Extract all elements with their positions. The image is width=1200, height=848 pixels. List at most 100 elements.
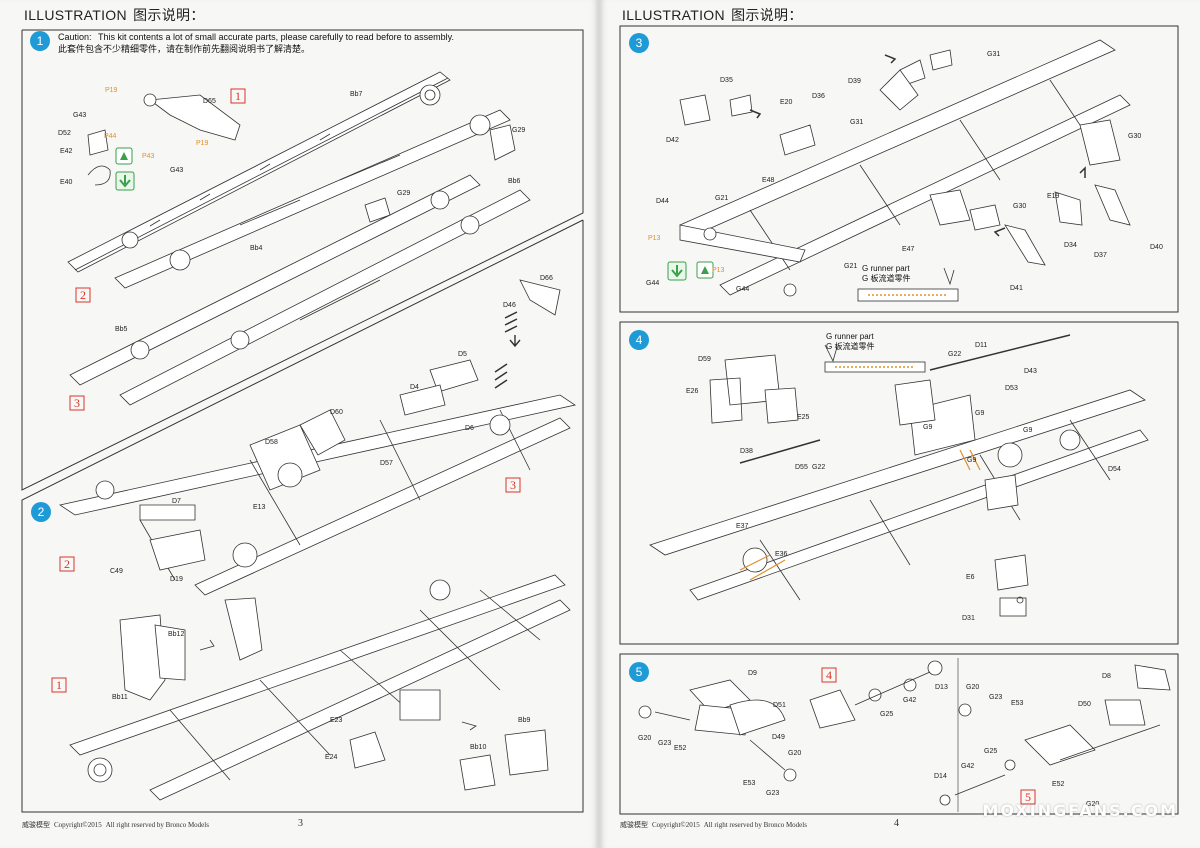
page-title: ILLUSTRATION 图示说明： [24, 7, 205, 23]
chassis-frame-step2 [69, 574, 571, 801]
label-d11: D11 [975, 342, 987, 349]
label-e52: E52 [674, 745, 687, 752]
label-bb4: Bb4 [250, 245, 263, 252]
label-d36: D36 [812, 93, 825, 100]
label-d6: D6 [465, 425, 474, 432]
label-g29-b: G29 [397, 190, 410, 197]
label-d7: D7 [172, 498, 181, 505]
caution-text-cn: 此套件包含不少精细零件，请在制作前先翻阅说明书了解清楚。 [58, 44, 311, 54]
label-p13: P13 [648, 235, 661, 242]
callout-1: 1 [235, 89, 241, 103]
label-g20-d: G20 [1086, 801, 1099, 808]
label-d49: D49 [772, 734, 785, 741]
runner-note-en: G runner part [826, 332, 874, 341]
frame-rail-bb6 [119, 189, 531, 406]
label-bb7: Bb7 [350, 91, 363, 98]
label-d19: D19 [170, 576, 183, 583]
label-g42: G42 [903, 697, 916, 704]
label-e25: E25 [797, 414, 810, 421]
label-e26: E26 [686, 388, 699, 395]
glue-icon [696, 261, 714, 279]
label-d13: D13 [935, 684, 948, 691]
label-d60: D60 [330, 409, 343, 416]
label-e53: E53 [743, 780, 756, 787]
part-labels: D35 G31 E20 D36 D39 D42 G31 G30 E48 G21 … [638, 51, 1163, 808]
label-e19: E19 [1047, 193, 1060, 200]
bracket-d65 [143, 93, 241, 141]
page-number: 3 [298, 818, 303, 829]
arrow-down-icon [667, 261, 687, 281]
page-number: 4 [894, 818, 899, 829]
hook-e40 [87, 129, 111, 186]
step-4-badge: 4 [629, 330, 649, 350]
label-d44: D44 [656, 198, 669, 205]
label-bb11: Bb11 [112, 694, 128, 701]
label-p43: P43 [142, 153, 155, 160]
label-d59: D59 [698, 356, 711, 363]
label-d14: D14 [934, 773, 947, 780]
label-d51: D51 [773, 702, 786, 709]
label-g23: G23 [658, 740, 671, 747]
callouts: 4 5 [821, 667, 1036, 805]
runner-note-step4: G runner part G 板流道零件 [826, 332, 874, 351]
runner-note-cn: G 板流道零件 [862, 273, 910, 283]
label-g25: G25 [880, 711, 893, 718]
label-d42: D42 [666, 137, 679, 144]
label-p44: P44 [104, 133, 117, 140]
label-g42-b: G42 [961, 763, 974, 770]
label-g23-b: G23 [766, 790, 779, 797]
label-d41: D41 [1010, 285, 1023, 292]
step-5-badge: 5 [629, 662, 649, 682]
caution-note: Caution: This kit contents a lot of small… [58, 31, 454, 55]
chassis-frame-step3 [679, 39, 1131, 302]
label-d8: D8 [1102, 673, 1111, 680]
svg-text:2: 2 [38, 505, 45, 519]
label-d58: D58 [265, 439, 278, 446]
label-d5: D5 [458, 351, 467, 358]
label-g43-b: G43 [170, 167, 183, 174]
label-g31: G31 [987, 51, 1000, 58]
label-d37: D37 [1094, 252, 1107, 259]
label-d54: D54 [1108, 466, 1121, 473]
caution-label: Caution: [58, 32, 92, 42]
runner-note-step3: G runner part G 板流道零件 [862, 264, 910, 283]
caution-text-en: This kit contents a lot of small accurat… [98, 32, 455, 42]
label-g44: G44 [646, 280, 659, 287]
runner-note-cn: G 板流道零件 [826, 341, 874, 351]
callout-3-b: 3 [510, 478, 516, 492]
label-d38: D38 [740, 448, 753, 455]
label-g31-b: G31 [850, 119, 863, 126]
callout-1-b: 1 [56, 678, 62, 692]
label-d9: D9 [748, 670, 757, 677]
label-e40: E40 [60, 179, 73, 186]
step-3-badge: 3 [629, 33, 649, 53]
label-d4: D4 [410, 384, 419, 391]
label-e47: E47 [902, 246, 915, 253]
label-d35: D35 [720, 77, 733, 84]
label-bb6: Bb6 [508, 178, 521, 185]
callouts: 1 2 3 2 3 1 [51, 88, 521, 693]
label-c49: C49 [110, 568, 123, 575]
label-g9-b: G9 [923, 424, 932, 431]
label-g22-b: G22 [812, 464, 825, 471]
label-g20-c: G20 [966, 684, 979, 691]
arrow-down-icon [115, 171, 135, 191]
label-g29: G29 [512, 127, 525, 134]
right-page-diagram: 3 4 5 [619, 25, 1179, 815]
label-d39: D39 [848, 78, 861, 85]
label-g44-b: G44 [736, 286, 749, 293]
label-g21-b: G21 [844, 263, 857, 270]
label-g25-b: G25 [984, 748, 997, 755]
label-g9-c: G9 [1023, 427, 1032, 434]
label-g20: G20 [638, 735, 651, 742]
label-d34: D34 [1064, 242, 1077, 249]
label-d65: D65 [203, 98, 216, 105]
svg-text:3: 3 [636, 36, 643, 50]
label-g21: G21 [715, 195, 728, 202]
left-page-diagram: 1 2 [21, 29, 584, 813]
label-d57: D57 [380, 460, 393, 467]
step5-panel-border [619, 653, 1179, 815]
label-bb10: Bb10 [470, 744, 486, 751]
